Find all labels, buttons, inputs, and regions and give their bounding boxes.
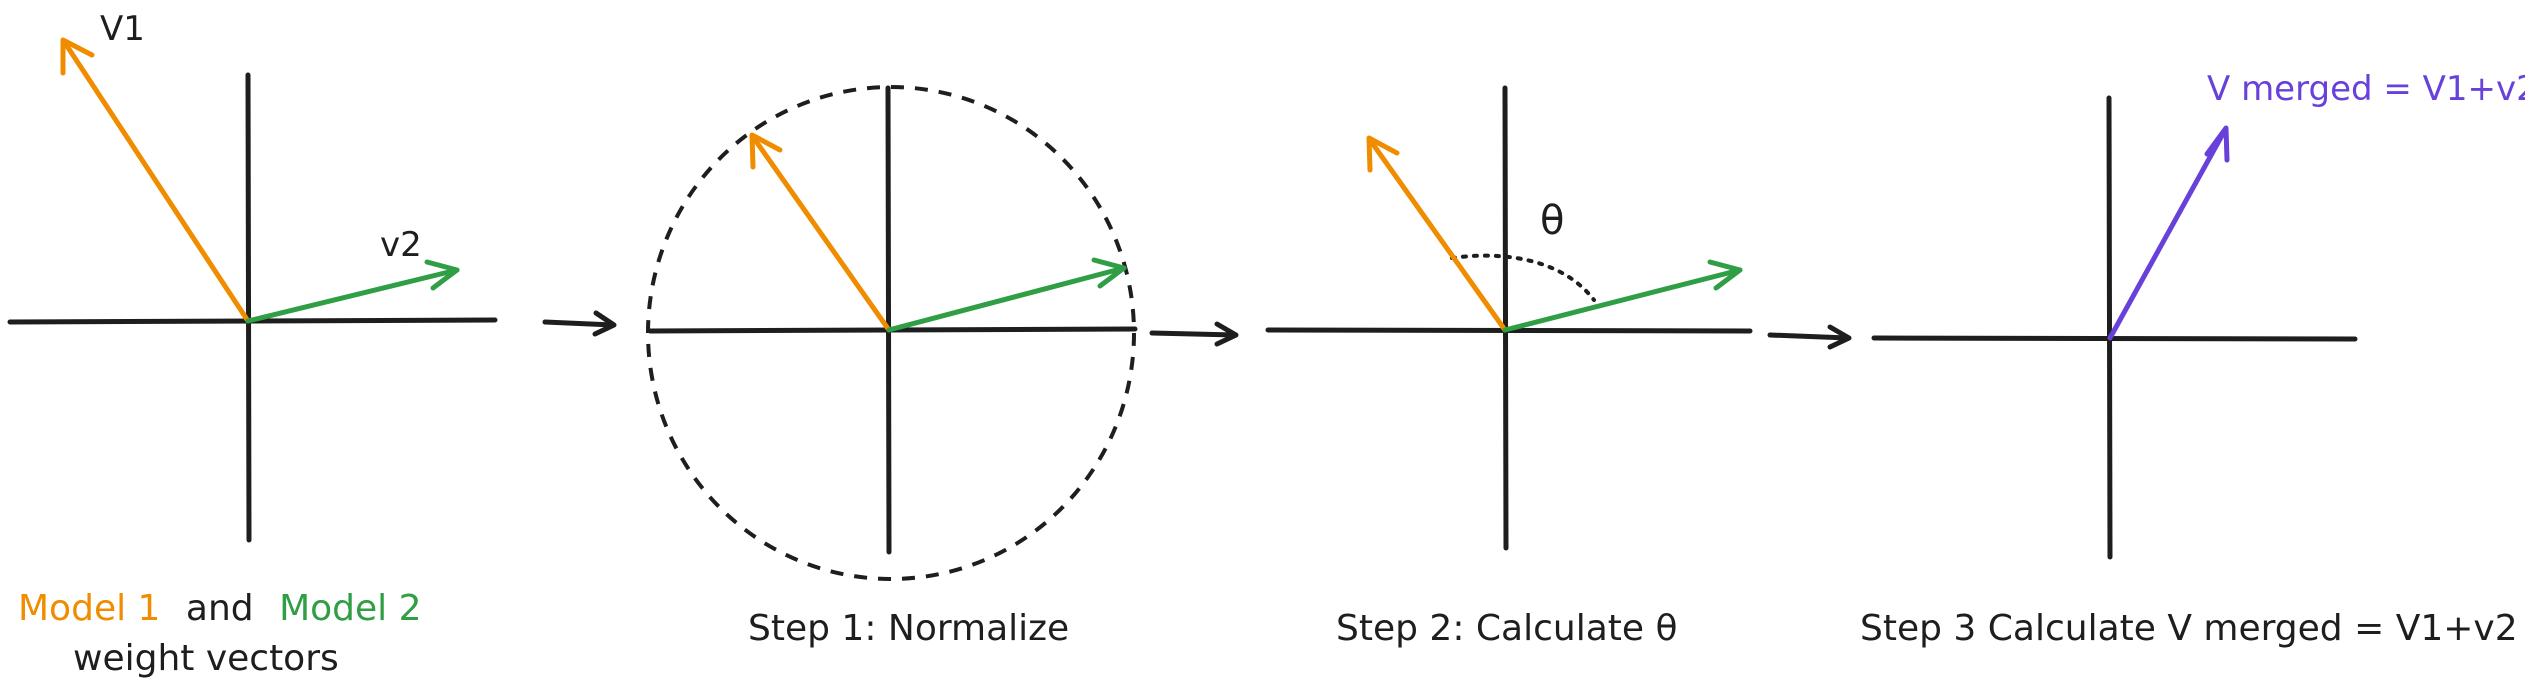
panel-4-merged-vector: V merged = V1+v2 Step 3 Calculate V merg…	[1860, 69, 2525, 649]
panel3-v2-arrow	[1502, 259, 1743, 333]
theta-angle-arc	[1450, 253, 1596, 302]
caption-model1: Model 1	[18, 588, 160, 629]
panel2-caption: Step 1: Normalize	[748, 608, 1069, 649]
caption-and: and	[186, 588, 254, 629]
panel3-caption: Step 2: Calculate θ	[1336, 608, 1678, 649]
panel-3-calculate-theta: θ Step 2: Calculate θ	[1265, 85, 1753, 649]
merged-vector-label: V merged = V1+v2	[2207, 69, 2525, 109]
caption-model2: Model 2	[279, 588, 421, 629]
merged-vector-arrow	[2107, 125, 2230, 341]
panel-2-normalize: Step 1: Normalize	[646, 85, 1138, 649]
panel3-y-axis	[1502, 85, 1509, 551]
panel1-v1-arrow	[60, 37, 251, 324]
panel4-caption: Step 3 Calculate V merged = V1+v2	[1860, 608, 2518, 649]
panel4-y-axis	[2106, 95, 2113, 560]
panel2-v2-arrow	[886, 257, 1127, 333]
panel1-y-axis	[245, 72, 252, 543]
unit-circle	[646, 85, 1136, 581]
panel1-v1-label: V1	[100, 9, 145, 49]
panel1-caption-line2: weight vectors	[73, 638, 339, 679]
panel4-x-axis	[1871, 335, 2358, 342]
panel1-v2-arrow	[245, 259, 460, 324]
theta-label: θ	[1540, 198, 1564, 244]
flow-arrow-2	[1149, 321, 1239, 347]
panel2-v1-arrow	[749, 132, 892, 333]
panel1-v2-label: v2	[380, 225, 422, 265]
panel1-caption-line1: Model 1 and Model 2	[18, 588, 422, 629]
flow-arrow-3	[1767, 324, 1852, 350]
panel2-y-axis	[885, 85, 892, 555]
panel-1-original-vectors: V1 v2 Model 1 and Model 2 weight vectors	[7, 9, 498, 679]
flow-arrow-1	[542, 310, 617, 337]
panel3-v1-arrow	[1366, 135, 1508, 333]
